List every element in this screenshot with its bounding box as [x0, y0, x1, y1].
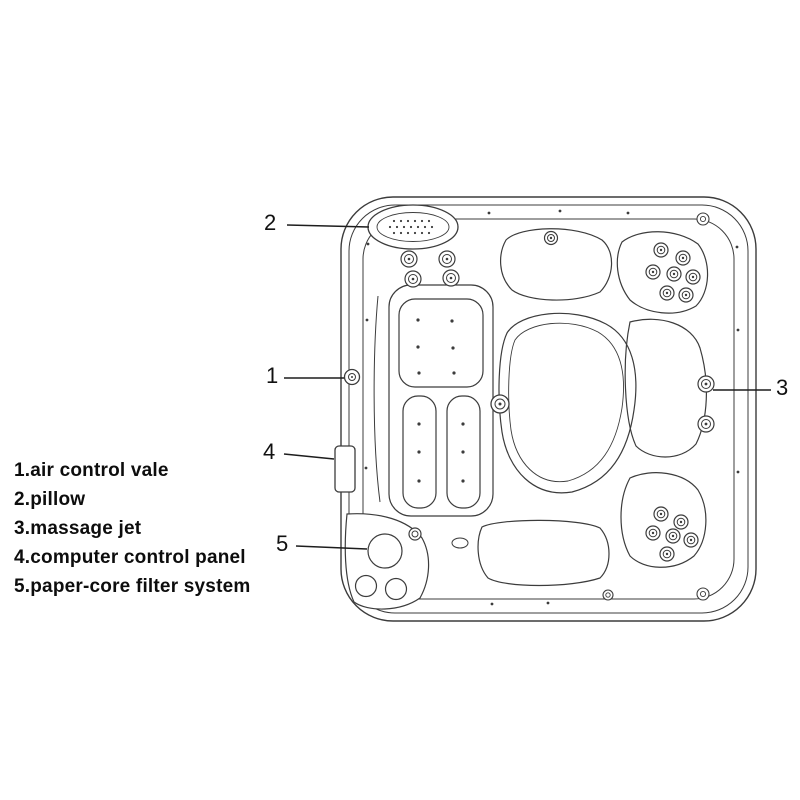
leader-line-5 — [295, 545, 368, 550]
right-rim-massage-jets — [697, 375, 715, 433]
bottom-right-jet-cluster — [645, 506, 699, 562]
leader-line-4 — [283, 453, 335, 460]
top-center-seat — [500, 228, 613, 301]
center-seat — [498, 312, 637, 494]
legend-item-massage-jet: 3.massage jet — [14, 518, 142, 539]
callout-number-4: 4 — [263, 439, 276, 464]
callout-number-2: 2 — [264, 210, 277, 235]
callout-number-3: 3 — [776, 375, 789, 400]
computer-control-panel — [334, 445, 356, 493]
bottom-right-seat — [620, 472, 707, 568]
filter-system — [344, 513, 430, 610]
legend-item-computer-control-panel: 4.computer control panel — [14, 547, 246, 568]
callout-number-5: 5 — [276, 531, 289, 556]
corner-fittings — [602, 212, 710, 601]
deck-dots — [364, 209, 740, 606]
bench-seat — [477, 519, 610, 587]
lounger-seat — [388, 284, 494, 517]
top-seat-jet — [543, 230, 559, 246]
top-right-jet-cluster — [645, 242, 701, 303]
footwell-jet — [490, 394, 510, 414]
legend-item-pillow: 2.pillow — [14, 489, 86, 510]
right-middle-seat — [624, 318, 707, 458]
callout-number-1: 1 — [266, 363, 279, 388]
lounger-jet-dots — [416, 318, 465, 483]
legend-item-filter-system: 5.paper-core filter system — [14, 576, 251, 597]
pillow-jets — [400, 250, 460, 288]
legend: 1.air control vale 2.pillow 3.massage je… — [14, 456, 250, 601]
spa-shell — [340, 196, 757, 622]
pillow — [367, 204, 459, 250]
leader-lines — [283, 224, 771, 550]
top-right-seat — [616, 231, 709, 314]
leader-line-2 — [286, 224, 370, 228]
inner-wall-line — [373, 295, 381, 503]
legend-item-air-control-valve: 1.air control vale — [14, 460, 169, 481]
bench-detail — [451, 537, 469, 549]
air-control-valve — [343, 368, 361, 386]
